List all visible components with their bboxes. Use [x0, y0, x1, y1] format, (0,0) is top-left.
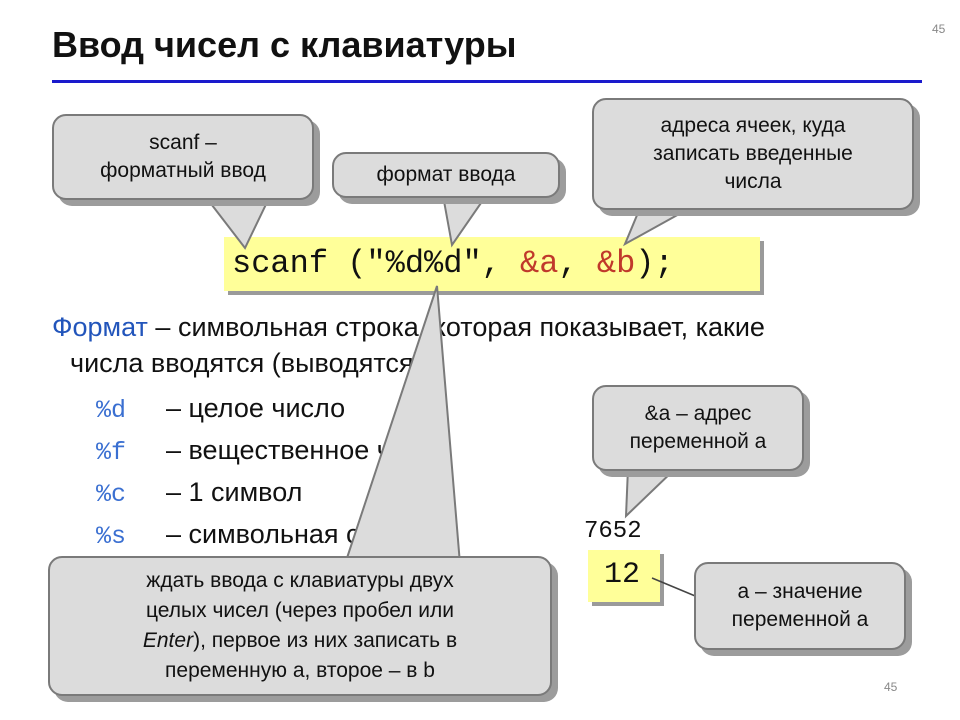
title-rule — [52, 80, 922, 83]
callout-line: форматный ввод — [100, 159, 266, 182]
format-code: %f — [96, 438, 127, 467]
addresses-callout: адреса ячеек, куда записать введенные числ… — [592, 98, 914, 210]
code-sep-1: , — [481, 245, 521, 282]
format-list-item: %c – 1 символ — [96, 477, 302, 509]
page-title: Ввод чисел с клавиатуры — [52, 24, 517, 65]
description-term: Формат — [52, 312, 148, 342]
format-desc: – 1 символ — [166, 477, 303, 507]
wait-input-callout: ждать ввода с клавиатуры двух целых чисе… — [48, 556, 552, 696]
value-callout-connector — [651, 577, 701, 599]
callout-line: переменной a — [629, 430, 767, 453]
value-a-callout: a – значение переменной a — [694, 562, 906, 650]
callout-line: a – значение — [737, 580, 863, 603]
callout-line: целых чисел (через пробел или — [146, 599, 454, 622]
memory-value: 12 — [604, 558, 641, 592]
callout-line: формат ввода — [376, 163, 516, 186]
format-callout: формат ввода — [332, 152, 560, 198]
memory-address: 7652 — [584, 518, 642, 545]
code-highlight — [224, 237, 760, 291]
callout-line: ждать ввода с клавиатуры двух — [146, 569, 454, 592]
code-format-string: "%d%d" — [366, 245, 482, 282]
code-sep-2: , — [558, 245, 597, 282]
callout-line: числа — [724, 170, 782, 193]
format-list-item: %d – целое число — [96, 393, 345, 425]
callout-line: переменной a — [731, 608, 869, 631]
callout-line-rest: ), первое из них записать в — [193, 629, 458, 652]
scanf-callout: scanf – форматный ввод — [52, 114, 314, 200]
callout-line: scanf – — [149, 131, 217, 154]
description-rest: – символьная строка, которая показывает,… — [147, 312, 765, 342]
code-arg-a: &a — [520, 245, 559, 282]
callout-line: &a – адрес — [644, 402, 752, 425]
page-number-top: 45 — [932, 22, 946, 36]
scanf-code-line: scanf ("%d%d", &a, &b); — [232, 245, 674, 282]
description-line-2: числа вводятся (выводятся). — [70, 348, 431, 378]
address-a-callout-pointer — [624, 467, 679, 519]
format-code: %c — [96, 480, 127, 509]
scanf-callout-pointer — [202, 195, 272, 250]
memory-cell — [588, 550, 660, 602]
code-fn: scanf ( — [232, 245, 367, 282]
description-line-1: Формат – символьная строка, которая пока… — [52, 312, 765, 343]
callout-line: записать введенные — [653, 142, 853, 165]
format-code: %d — [96, 396, 127, 425]
code-end: ); — [635, 245, 674, 282]
format-desc: – целое число — [166, 393, 346, 423]
callout-line: Enter), первое из них записать в — [143, 626, 457, 656]
wait-callout-pointer — [343, 285, 462, 565]
format-callout-pointer — [440, 189, 492, 248]
enter-key-term: Enter — [142, 629, 194, 652]
address-a-callout: &a – адрес переменной a — [592, 385, 804, 471]
format-code: %s — [96, 522, 127, 551]
code-arg-b: &b — [596, 245, 636, 282]
addresses-callout-pointer — [622, 207, 694, 247]
callout-line: переменную a, второе – в b — [165, 659, 435, 682]
page-number-bottom: 45 — [884, 680, 898, 694]
callout-line: адреса ячеек, куда — [660, 114, 846, 137]
